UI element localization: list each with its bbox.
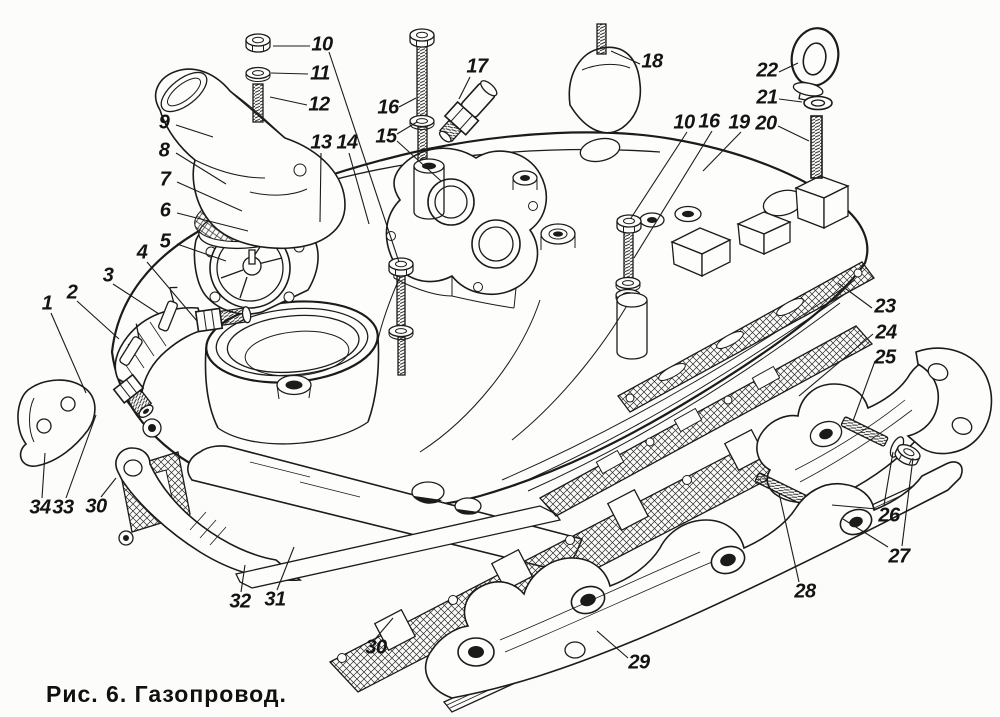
part-label-16-a: 16 [377,96,399,119]
part-label-16-b: 16 [698,110,720,133]
part-label-34: 34 [29,496,51,519]
fitting-4 [194,306,252,333]
part-label-31: 31 [264,588,286,611]
hose-2-with-clamps-3 [114,286,205,394]
part-label-32: 32 [229,590,251,613]
part-label-21: 21 [756,86,778,109]
leader-lines [41,45,914,659]
part-label-27: 27 [888,545,910,568]
fitting-17 [438,80,498,143]
mounting-plate-34 [17,379,96,467]
part-label-3: 3 [102,264,114,287]
part-label-12: 12 [308,93,330,116]
stud-spacer-assembly-right [615,214,648,360]
part-label-15: 15 [375,125,397,148]
part-label-29: 29 [628,651,650,674]
gasket-strip-24 [538,325,874,517]
part-label-30-a: 30 [365,636,387,659]
manifold-bosses [512,170,792,278]
part-label-10-b: 10 [673,111,695,134]
part-label-23: 23 [874,295,896,318]
stud-16-assembly [409,28,445,220]
exhaust-manifold-29 [424,461,963,713]
water-outlet-elbow-9 [154,68,346,250]
bolt-26-upper [840,416,923,469]
part-label-22: 22 [756,59,778,82]
part-label-33: 33 [52,496,74,519]
part-label-1: 1 [41,292,53,315]
fitting-33 [112,373,154,418]
part-label-10-a: 10 [311,33,333,56]
part-label-20: 20 [755,112,777,135]
end-flange-25 [906,347,993,455]
gasket-strip-23 [617,261,875,413]
part-label-2: 2 [66,281,78,304]
part-label-30-b: 30 [85,495,107,518]
part-label-7: 7 [159,168,171,191]
stud-18-boss [568,23,642,134]
part-label-18: 18 [641,50,663,73]
washer-21 [803,95,833,111]
part-label-17: 17 [466,55,488,78]
part-label-4: 4 [136,241,148,264]
part-label-25: 25 [874,346,896,369]
part-label-26: 26 [878,504,900,527]
stud-with-nut-near-pad [388,257,414,376]
nut-10-washer-11-stud-12 [245,33,271,123]
part-label-24: 24 [875,321,897,344]
eye-bolt-22 [790,27,840,103]
part-label-8: 8 [158,139,170,162]
part-label-19: 19 [728,111,750,134]
part-label-28: 28 [794,580,816,603]
figure-caption: Рис. 6. Газопровод. [46,681,287,707]
stud-20-and-boss [794,115,850,230]
part-label-5: 5 [159,230,171,253]
part-label-9: 9 [158,111,170,134]
part-label-6: 6 [159,199,171,222]
part-label-13: 13 [310,131,332,154]
part-label-14: 14 [336,131,358,154]
part-label-11: 11 [310,62,330,85]
